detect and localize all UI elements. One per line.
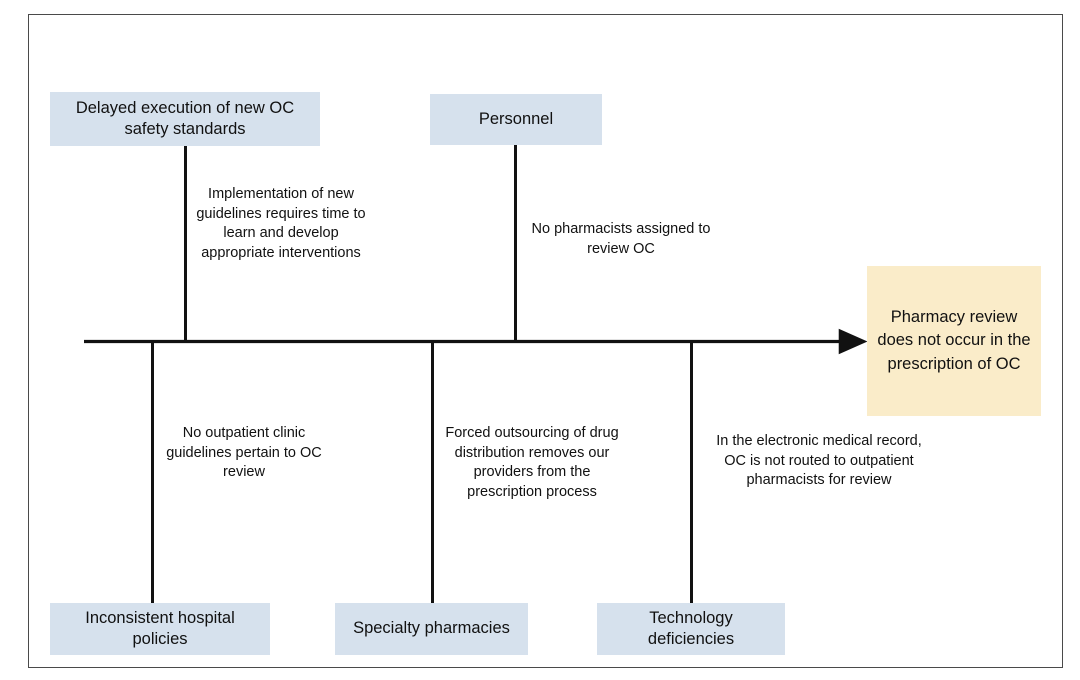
category-box-specialty-pharmacies[interactable]: Specialty pharmacies	[335, 603, 528, 655]
bone-specialty-pharmacies	[431, 341, 434, 603]
bone-technology-deficiencies	[690, 341, 693, 603]
category-box-technology-deficiencies[interactable]: Technology deficiencies	[597, 603, 785, 655]
cause-text-delayed-execution: Implementation of new guidelines require…	[196, 186, 366, 261]
category-box-delayed-execution[interactable]: Delayed execution of new OC safety stand…	[50, 92, 320, 146]
effect-box-pharmacy-review[interactable]: Pharmacy review does not occur in the pr…	[867, 266, 1041, 416]
bone-inconsistent-hospital-policies	[151, 341, 154, 603]
cause-text-technology-deficiencies: In the electronic medical record, OC is …	[716, 433, 922, 489]
category-box-personnel[interactable]: Personnel	[430, 94, 602, 145]
category-label: Inconsistent hospital policies	[85, 608, 235, 648]
bone-delayed-execution	[184, 146, 187, 342]
category-box-inconsistent-hospital-policies[interactable]: Inconsistent hospital policies	[50, 603, 270, 655]
category-label: Personnel	[478, 109, 554, 128]
cause-text-inconsistent-hospital-policies: No outpatient clinic guidelines pertain …	[166, 425, 322, 481]
category-label: Technology deficiencies	[647, 608, 735, 648]
bone-personnel	[514, 145, 517, 342]
cause-text-specialty-pharmacies: Forced outsourcing of drug distribution …	[445, 425, 619, 500]
effect-label: Pharmacy review does not occur in the pr…	[877, 307, 1031, 373]
cause-text-personnel: No pharmacists assigned to review OC	[531, 221, 711, 257]
category-label: Specialty pharmacies	[353, 619, 510, 638]
category-label: Delayed execution of new OC safety stand…	[75, 98, 295, 138]
